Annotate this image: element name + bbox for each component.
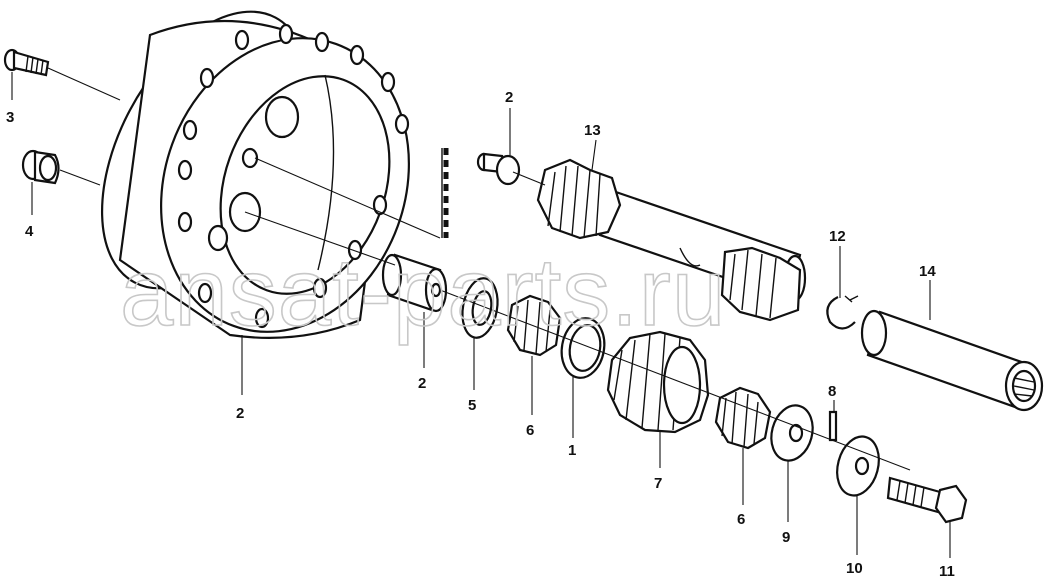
pin-2-top (476, 152, 521, 186)
callout-5: 5 (468, 397, 476, 414)
washer-9 (770, 404, 814, 462)
callout-numbers: 3 4 2 2 13 12 14 2 5 6 1 7 6 8 9 10 11 (6, 89, 955, 580)
callout-14: 14 (919, 263, 936, 280)
spline-shaft-13 (536, 158, 807, 322)
thrust-ring-1 (560, 317, 606, 379)
callout-8: 8 (828, 383, 836, 400)
callout-4: 4 (25, 223, 34, 240)
callout-2-pin: 2 (505, 89, 513, 106)
bushing-2 (381, 253, 448, 313)
callout-12: 12 (829, 228, 846, 245)
callout-7: 7 (654, 475, 662, 492)
callout-10: 10 (846, 560, 863, 577)
callout-1: 1 (568, 442, 576, 459)
callout-9: 9 (782, 529, 790, 546)
callout-2-bushing: 2 (418, 375, 426, 392)
callout-leaders (11, 72, 951, 558)
flange-bolt-holes (177, 23, 410, 329)
callout-6-upper: 6 (526, 422, 534, 439)
hex-bolt-11 (886, 476, 968, 524)
washer-10 (836, 435, 880, 497)
axis-lines (47, 67, 911, 471)
washer-5 (461, 277, 499, 339)
planet-gear-6-lower (714, 386, 772, 450)
callout-2-housing: 2 (236, 405, 244, 422)
callout-6-lower: 6 (737, 511, 745, 528)
callout-3: 3 (6, 109, 14, 126)
snap-ring-12 (826, 295, 859, 330)
sleeve-14 (860, 309, 1044, 412)
callout-11: 11 (939, 563, 955, 580)
callout-13: 13 (584, 122, 601, 139)
carrier-housing (100, 10, 410, 339)
reference-hatch (441, 148, 449, 238)
bolt-3 (3, 48, 50, 77)
sun-gear-7 (606, 330, 710, 434)
watermark: ansat-parts.ru (120, 239, 726, 346)
plug-4 (21, 149, 60, 185)
pin-8 (828, 410, 838, 442)
